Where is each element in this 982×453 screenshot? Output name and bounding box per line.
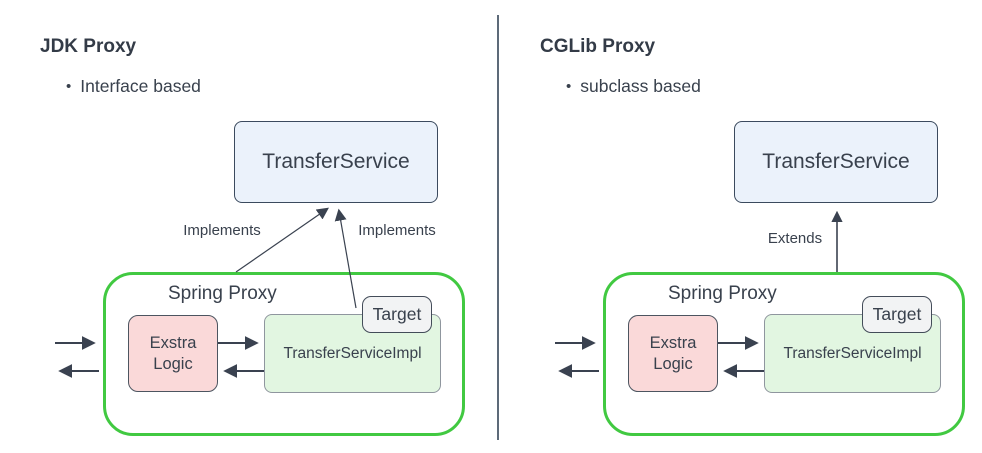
vertical-divider xyxy=(497,15,499,440)
panel-title: JDK Proxy xyxy=(40,36,137,57)
extra-logic-box: Exstra Logic xyxy=(628,315,718,392)
extra-logic-label: Exstra Logic xyxy=(649,333,697,373)
extends-label: Extends xyxy=(767,230,823,247)
target-box: Target xyxy=(862,296,932,333)
implements-label-right: Implements xyxy=(358,222,436,239)
transfer-service-label: TransferService xyxy=(762,150,910,173)
extra-logic-label: Exstra Logic xyxy=(149,333,197,373)
transfer-service-impl-label: TransferServiceImpl xyxy=(283,344,422,362)
extra-logic-box: Exstra Logic xyxy=(128,315,218,392)
target-box: Target xyxy=(362,296,432,333)
cglib-proxy-panel: CGLib Proxy subclass based TransferServi… xyxy=(500,0,982,453)
bullet-item: subclass based xyxy=(566,76,701,97)
transfer-service-impl-label: TransferServiceImpl xyxy=(783,344,922,362)
panel-title: CGLib Proxy xyxy=(540,36,656,57)
transfer-service-box: TransferService xyxy=(734,121,938,203)
transfer-service-label: TransferService xyxy=(262,150,410,173)
proxy-implements-arrow xyxy=(235,207,329,273)
target-label: Target xyxy=(872,304,922,324)
implements-label-left: Implements xyxy=(183,222,261,239)
bullet-item: Interface based xyxy=(66,76,201,97)
transfer-service-box: TransferService xyxy=(234,121,438,203)
target-label: Target xyxy=(372,304,422,324)
jdk-proxy-panel: JDK Proxy Interface based TransferServic… xyxy=(0,0,491,453)
spring-proxy-label: Spring Proxy xyxy=(168,283,277,304)
spring-proxy-label: Spring Proxy xyxy=(668,283,777,304)
